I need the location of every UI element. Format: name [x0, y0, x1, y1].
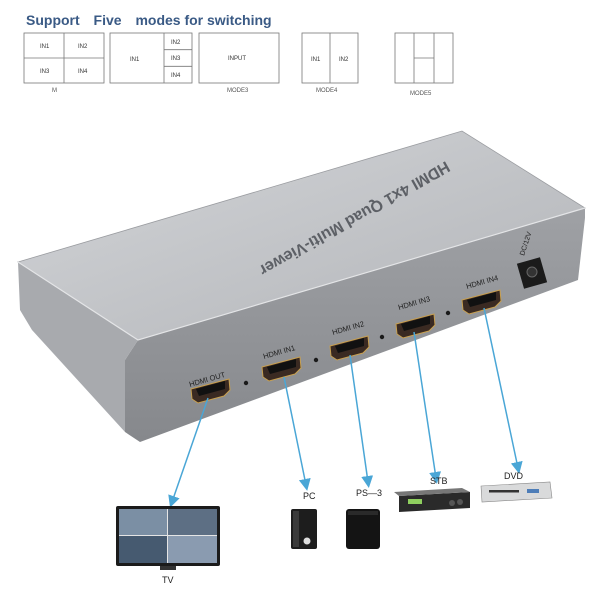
- device-front-face: [125, 208, 585, 442]
- mode1-in3-label: IN3: [40, 69, 50, 75]
- arrow-pc-to-in1: [283, 376, 311, 491]
- led-indicator: [313, 357, 319, 363]
- mode2-in2-label: IN2: [171, 40, 181, 46]
- mode2-in4-label: IN4: [171, 73, 181, 79]
- headline: Support Five modes for switching: [26, 12, 282, 28]
- dvd-label: DVD: [504, 471, 524, 481]
- ps3-label: PS—3: [356, 488, 382, 498]
- port-hdmi-in3: HDMI IN3: [395, 294, 436, 339]
- tv-label: TV: [162, 575, 174, 585]
- mode4-diagram: IN1 IN2 MODE4: [301, 32, 359, 94]
- ps3-device: PS—3: [346, 488, 382, 549]
- tv-device: TV: [116, 506, 220, 585]
- port-hdmi-in4: HDMI IN4: [461, 273, 502, 315]
- multiviewer-device: HDMI 4x1 Quad Multi-Viewer HDMI OUT HDMI…: [17, 130, 586, 442]
- led-indicator: [445, 310, 451, 316]
- mode2-in3-label: IN3: [171, 56, 181, 62]
- led-indicator: [243, 380, 249, 386]
- mode3-caption: MODE3: [227, 88, 249, 94]
- stb-device: STB: [394, 476, 470, 512]
- mode4-in2-label: IN2: [339, 57, 349, 63]
- led-indicator: [379, 334, 385, 340]
- mode1-in1-label: IN1: [40, 44, 50, 50]
- mode1-caption: M: [52, 88, 57, 94]
- mode2-in1-label: IN1: [130, 57, 140, 63]
- mode3-input-label: INPUT: [228, 56, 246, 62]
- pc-label: PC: [303, 491, 316, 501]
- dvd-device: DVD: [480, 471, 553, 503]
- stb-label: STB: [430, 476, 448, 486]
- mode4-caption: MODE4: [316, 88, 338, 94]
- mode3-diagram: INPUT MODE3: [198, 32, 280, 94]
- arrow-stb-to-in3: [413, 331, 442, 484]
- headline-word-five: Five: [93, 12, 122, 28]
- mode5-caption: MODE5: [410, 91, 432, 97]
- headline-word-support: Support: [26, 12, 80, 28]
- device-left-face: [18, 262, 138, 432]
- pc-device: PC: [291, 491, 317, 549]
- headline-words-modes: modes for switching: [135, 12, 272, 28]
- connection-arrows: [168, 307, 523, 508]
- mode5-diagram: MODE5: [394, 32, 454, 97]
- arrow-dvd-to-in4: [483, 307, 523, 474]
- mode4-in1-label: IN1: [311, 57, 321, 63]
- arrow-out-to-tv: [168, 397, 209, 508]
- mode1-in2-label: IN2: [78, 44, 88, 50]
- mode1-diagram: IN1 IN2 IN3 IN4 M: [23, 32, 105, 94]
- mode2-diagram: IN1 IN2 IN3 IN4: [109, 32, 193, 84]
- mode1-in4-label: IN4: [78, 69, 88, 75]
- arrow-ps3-to-in2: [349, 354, 374, 488]
